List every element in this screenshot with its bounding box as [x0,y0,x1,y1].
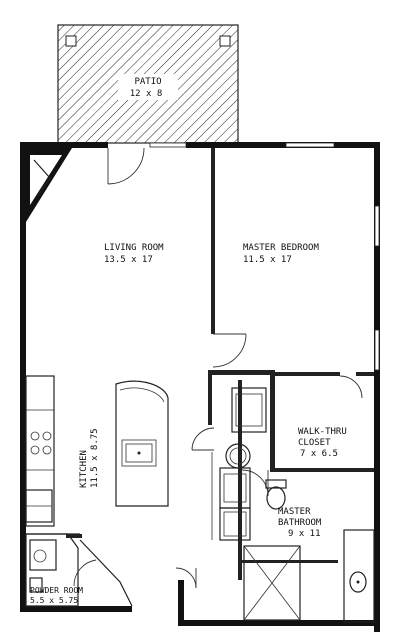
interior-walls [208,148,374,580]
powder-room-name: POWDER ROOM [30,586,83,595]
kitchen-size: 11.5 x 8.75 [90,428,100,488]
patio-window [149,142,187,148]
east-window-1 [374,205,380,247]
patio-post-left [65,35,77,47]
kitchen-name: KITCHEN [79,450,89,488]
powder-room-size: 5.5 x 5.75 [30,596,78,605]
closet-name-line2: CLOSET [298,438,331,448]
living-room-size: 13.5 x 17 [104,255,153,265]
patio-size: 12 x 8 [130,89,163,99]
master-bathroom-name-line2: BATHROOM [278,518,322,528]
powder-room-fixtures [25,533,133,607]
kitchen-island [115,380,169,507]
east-window-2 [374,329,380,371]
master-bedroom-size: 11.5 x 17 [243,255,292,265]
living-room-name: LIVING ROOM [104,243,164,253]
room-labels: LIVING ROOM 13.5 x 17 MASTER BEDROOM 11.… [30,243,347,605]
patio-name: PATIO [134,77,161,87]
bedroom-window [285,142,335,148]
fireplace [26,148,72,222]
laundry-utility [191,387,267,541]
exterior-walls [20,142,380,632]
master-bedroom-name: MASTER BEDROOM [243,243,319,253]
patio-post-right [219,35,231,47]
kitchen-counters [25,375,55,527]
patio-door [107,147,145,185]
closet-size: 7 x 6.5 [300,449,338,459]
patio: PATIO 12 x 8 [57,24,239,144]
master-bathroom-name-line1: MASTER [278,507,311,517]
master-bath-fixtures [175,479,375,623]
closet-name-line1: WALK-THRU [298,427,347,437]
master-bathroom-size: 9 x 11 [288,529,321,539]
